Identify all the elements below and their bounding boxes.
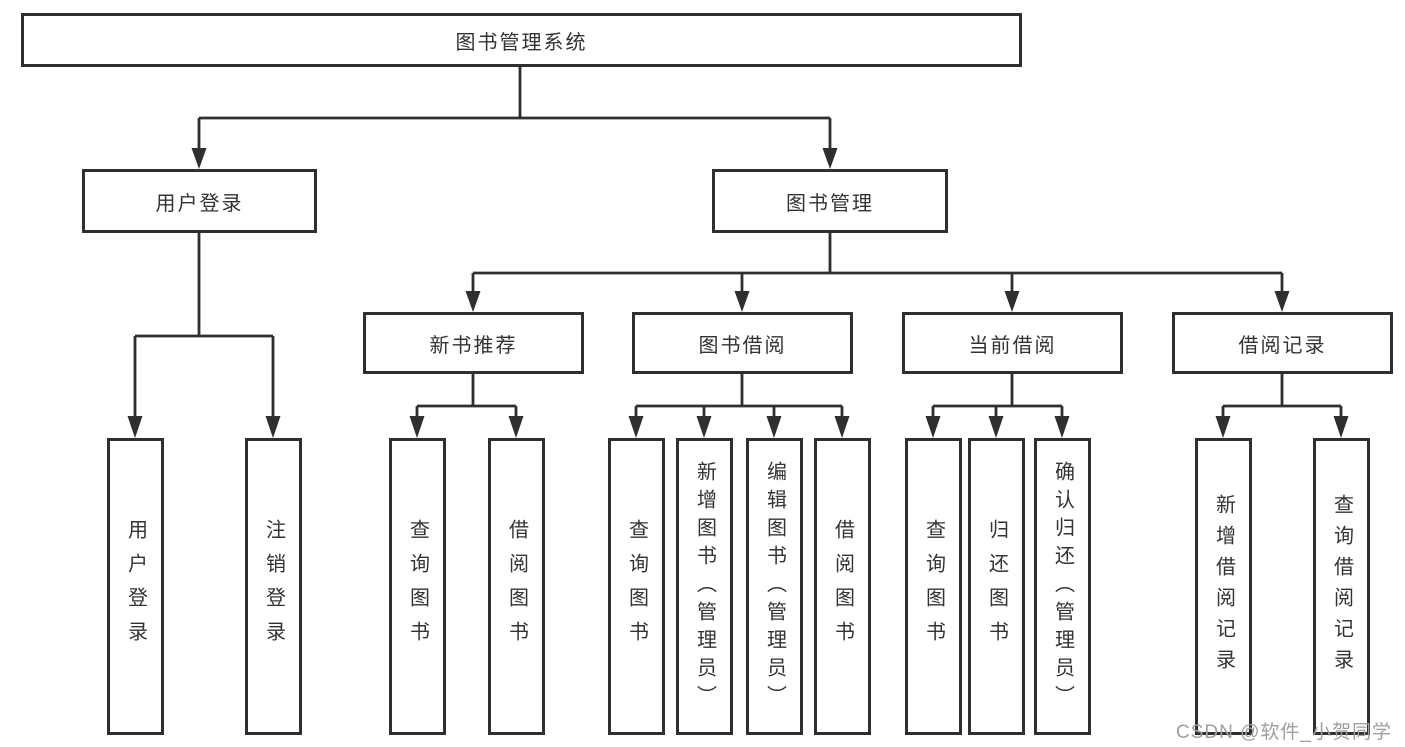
- leaf-borrow-books-recommend: 借阅图书: [488, 438, 545, 735]
- node-book-management-label: 图书管理: [786, 192, 874, 215]
- leaf-query-borrow-record-label: 查询借阅记录: [1330, 493, 1353, 680]
- leaf-return-books-label: 归还图书: [985, 518, 1008, 655]
- leaf-query-books-borrow-label: 查询图书: [625, 518, 648, 655]
- node-new-book-recommend-label: 新书推荐: [429, 334, 518, 357]
- node-book-borrow-label: 图书借阅: [698, 334, 787, 357]
- node-user-login-label: 用户登录: [155, 192, 244, 215]
- leaf-add-borrow-record-label: 新增借阅记录: [1212, 493, 1235, 680]
- leaf-query-books-borrow: 查询图书: [608, 438, 665, 735]
- node-root-label: 图书管理系统: [455, 31, 588, 54]
- node-borrow-records-label: 借阅记录: [1238, 334, 1327, 357]
- node-book-management: 图书管理: [712, 169, 948, 233]
- node-current-borrow-label: 当前借阅: [968, 334, 1057, 357]
- leaf-user-login-label: 用户登录: [124, 518, 147, 655]
- leaf-query-books-recommend: 查询图书: [389, 438, 446, 735]
- leaf-borrow-books: 借阅图书: [814, 438, 871, 735]
- branch-new-books: [409, 374, 524, 438]
- leaf-query-books-recommend-label: 查询图书: [406, 518, 429, 655]
- leaf-user-login: 用户登录: [107, 438, 164, 735]
- leaf-add-borrow-record: 新增借阅记录: [1195, 438, 1252, 735]
- node-borrow-records: 借阅记录: [1172, 312, 1393, 374]
- branch-book-management: [465, 233, 1290, 312]
- node-current-borrow: 当前借阅: [902, 312, 1123, 374]
- leaf-query-books-current: 查询图书: [905, 438, 962, 735]
- leaf-confirm-return-admin-label: 确认归还（管理员）: [1051, 460, 1074, 713]
- leaf-confirm-return-admin: 确认归还（管理员）: [1034, 438, 1091, 735]
- node-new-book-recommend: 新书推荐: [363, 312, 584, 374]
- branch-root: [191, 67, 838, 169]
- leaf-query-borrow-record: 查询借阅记录: [1313, 438, 1370, 735]
- node-user-login: 用户登录: [82, 169, 317, 233]
- leaf-edit-books-admin-label: 编辑图书（管理员）: [763, 460, 786, 713]
- leaf-logout-label: 注销登录: [262, 518, 285, 655]
- leaf-query-books-current-label: 查询图书: [922, 518, 945, 655]
- node-root-library-system: 图书管理系统: [21, 13, 1022, 67]
- leaf-borrow-books-label: 借阅图书: [831, 518, 854, 655]
- leaf-borrow-books-recommend-label: 借阅图书: [505, 518, 528, 655]
- leaf-edit-books-admin: 编辑图书（管理员）: [746, 438, 803, 735]
- leaf-logout: 注销登录: [245, 438, 302, 735]
- branch-user-login: [127, 233, 281, 438]
- leaf-add-books-admin: 新增图书（管理员）: [676, 438, 733, 735]
- branch-borrow-records: [1215, 374, 1349, 438]
- leaf-add-books-admin-label: 新增图书（管理员）: [693, 460, 716, 713]
- branch-current-borrow: [925, 374, 1070, 438]
- leaf-return-books: 归还图书: [968, 438, 1025, 735]
- csdn-watermark: CSDN @软件_小贺同学: [1176, 722, 1392, 743]
- branch-book-borrow: [628, 374, 850, 438]
- node-book-borrow: 图书借阅: [632, 312, 853, 374]
